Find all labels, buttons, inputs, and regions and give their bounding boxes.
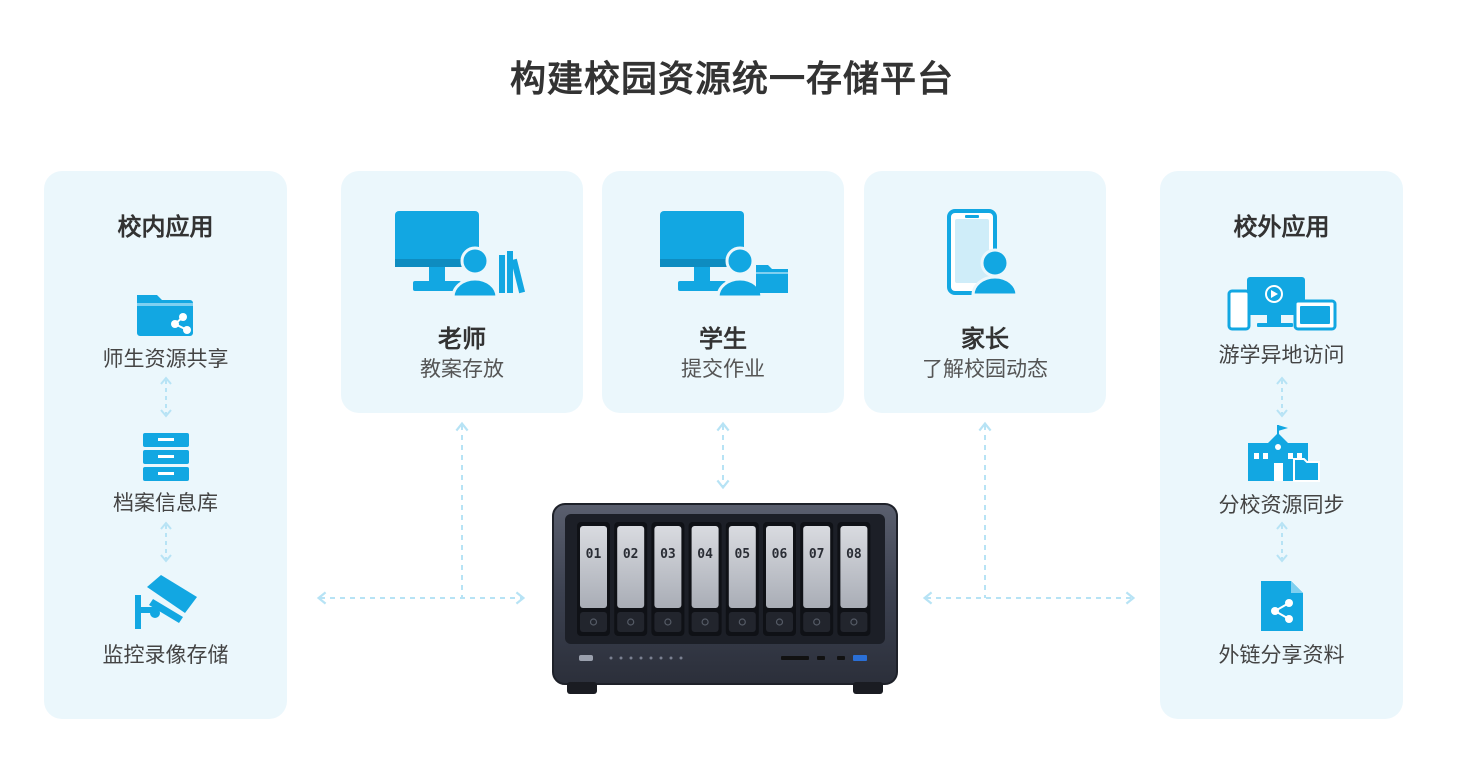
surveillance-storage-label: 监控录像存储 — [102, 643, 229, 667]
resource-sharing-label: 师生资源共享 — [102, 347, 229, 371]
device-foot — [567, 682, 597, 694]
teacher-title: 老师 — [438, 325, 486, 353]
remote-access-item: 游学异地访问 — [1160, 275, 1403, 369]
drive-bay-label: 01 — [586, 547, 602, 562]
student-card: 学生 提交作业 — [602, 171, 844, 413]
teacher-card: 老师 教案存放 — [341, 171, 583, 413]
file-cabinet-icon — [142, 433, 189, 481]
drive-bay: 04 — [688, 522, 722, 636]
vertical-dash-connector — [1275, 376, 1288, 418]
share-file-icon — [1260, 581, 1303, 631]
parent-card: 家长 了解校园动态 — [864, 171, 1106, 413]
parent-subtitle: 了解校园动态 — [922, 357, 1048, 381]
surveillance-storage-item: 监控录像存储 — [44, 573, 287, 669]
branch-sync-item: 分校资源同步 — [1160, 423, 1403, 519]
vertical-dash-connector — [159, 521, 172, 563]
archive-database-label: 档案信息库 — [113, 491, 218, 515]
vertical-dash-connector — [159, 376, 172, 418]
drive-bay: 01 — [577, 522, 610, 636]
drive-bay-label: 05 — [734, 547, 750, 562]
drive-bay-label: 07 — [809, 547, 825, 562]
drive-bay: 02 — [614, 522, 648, 636]
phone-parent-icon — [947, 209, 1019, 297]
power-button — [579, 655, 593, 661]
monitor-student-folder-icon — [660, 211, 788, 297]
usb3-port — [853, 655, 867, 661]
student-subtitle: 提交作业 — [681, 357, 765, 381]
folder-share-icon — [136, 295, 193, 336]
sd-card-slot — [781, 656, 809, 660]
archive-database-item: 档案信息库 — [44, 433, 287, 517]
resource-sharing-item: 师生资源共享 — [44, 291, 287, 373]
page-title: 构建校园资源统一存储平台 — [509, 59, 954, 100]
device-foot — [853, 682, 883, 694]
drive-bay: 08 — [837, 522, 871, 636]
external-apps-panel: 校外应用 游学异地访问 — [1160, 171, 1403, 719]
student-title: 学生 — [699, 325, 747, 353]
school-building-icon — [1247, 425, 1320, 482]
drive-bays: 01 02 03 04 05 06 07 08 — [577, 522, 871, 636]
drive-bay: 07 — [800, 522, 834, 636]
internal-apps-panel: 校内应用 师生资源共享 档案信息库 — [44, 171, 287, 719]
usb-c-port — [837, 656, 845, 660]
drive-bay-label: 02 — [623, 547, 639, 562]
monitor-teacher-books-icon — [395, 211, 526, 297]
multi-device-icon — [1227, 277, 1336, 331]
drive-bay-label: 08 — [846, 547, 862, 562]
internal-apps-title: 校内应用 — [117, 213, 214, 241]
branch-sync-label: 分校资源同步 — [1218, 493, 1345, 517]
drive-bay: 03 — [651, 522, 685, 636]
usb-port — [817, 656, 825, 660]
remote-access-label: 游学异地访问 — [1218, 343, 1345, 367]
external-share-label: 外链分享资料 — [1218, 643, 1345, 667]
drive-bay-label: 03 — [660, 547, 676, 562]
teacher-subtitle: 教案存放 — [420, 357, 504, 381]
drive-bay: 05 — [725, 522, 759, 636]
drive-bay-label: 04 — [697, 547, 713, 562]
nas-storage-device: 01 02 03 04 05 06 07 08 — [552, 503, 898, 694]
vertical-dash-connector — [1275, 521, 1288, 563]
security-camera-icon — [134, 575, 197, 629]
external-apps-title: 校外应用 — [1233, 213, 1330, 241]
status-leds — [609, 656, 683, 660]
drive-bay-label: 06 — [772, 547, 788, 562]
external-share-item: 外链分享资料 — [1160, 579, 1403, 669]
parent-title: 家长 — [961, 325, 1009, 353]
drive-bay: 06 — [763, 522, 796, 636]
